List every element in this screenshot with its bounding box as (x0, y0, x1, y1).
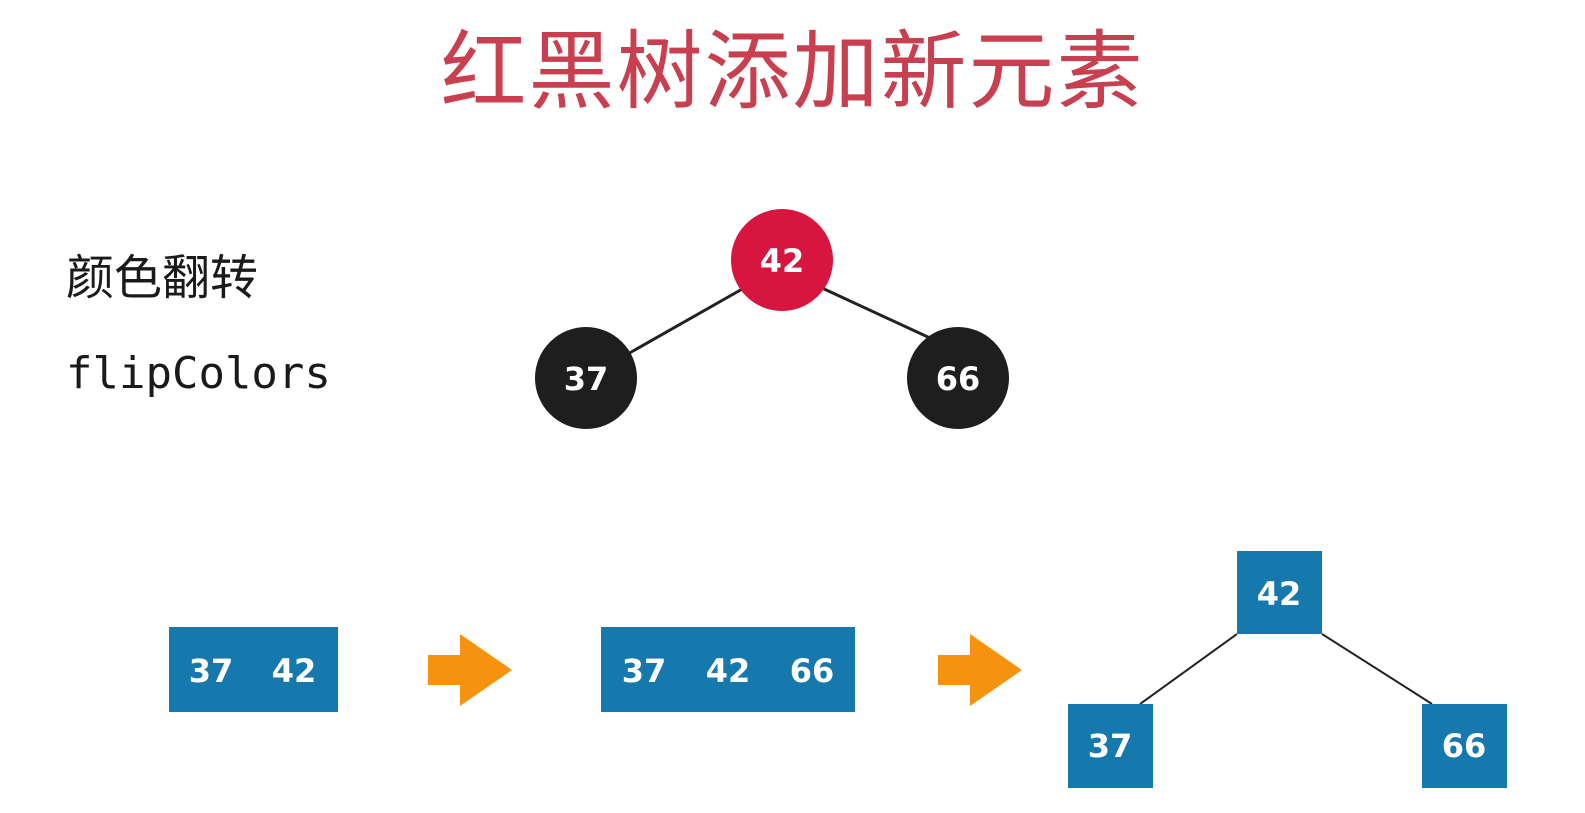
four-node-key-3: 66 (790, 652, 835, 690)
flip-colors-label-en: flipColors (66, 348, 331, 399)
two-node-key-2: 42 (272, 652, 317, 690)
two-node-rect (169, 627, 338, 712)
four-node-key-1: 37 (622, 652, 667, 690)
two-node-key-1: 37 (189, 652, 234, 690)
split-node-root-label: 42 (1257, 575, 1302, 613)
split-node-left: 37 (1068, 704, 1153, 788)
rb-node-root-label: 42 (760, 242, 805, 280)
two-node-box: 37 42 (169, 627, 338, 712)
four-node-box: 37 42 66 (601, 627, 855, 712)
rb-edge-right (821, 286, 931, 340)
rb-node-left: 37 (535, 327, 637, 429)
split-edge-left (1139, 633, 1238, 705)
flip-colors-label-cn: 颜色翻转 (66, 250, 259, 306)
split-node-left-label: 37 (1088, 727, 1133, 765)
split-node-left-rect (1068, 704, 1153, 788)
rb-edge-left (625, 286, 745, 357)
split-edge-right (1321, 633, 1433, 705)
rb-node-left-circle (535, 327, 637, 429)
rb-node-left-label: 37 (564, 360, 609, 398)
arrow-right-icon (428, 634, 512, 706)
rb-node-right: 66 (907, 327, 1009, 429)
rb-node-root: 42 (731, 209, 833, 311)
split-node-root-rect (1237, 551, 1322, 634)
split-node-root: 42 (1237, 551, 1322, 634)
split-node-right-rect (1422, 704, 1507, 788)
page-title: 红黑树添加新元素 (440, 22, 1145, 122)
arrow-right-icon (938, 634, 1022, 706)
four-node-key-2: 42 (706, 652, 751, 690)
four-node-rect (601, 627, 855, 712)
rb-node-root-circle (731, 209, 833, 311)
split-node-right: 66 (1422, 704, 1507, 788)
rb-node-right-circle (907, 327, 1009, 429)
split-node-right-label: 66 (1442, 727, 1487, 765)
rb-node-right-label: 66 (936, 360, 981, 398)
